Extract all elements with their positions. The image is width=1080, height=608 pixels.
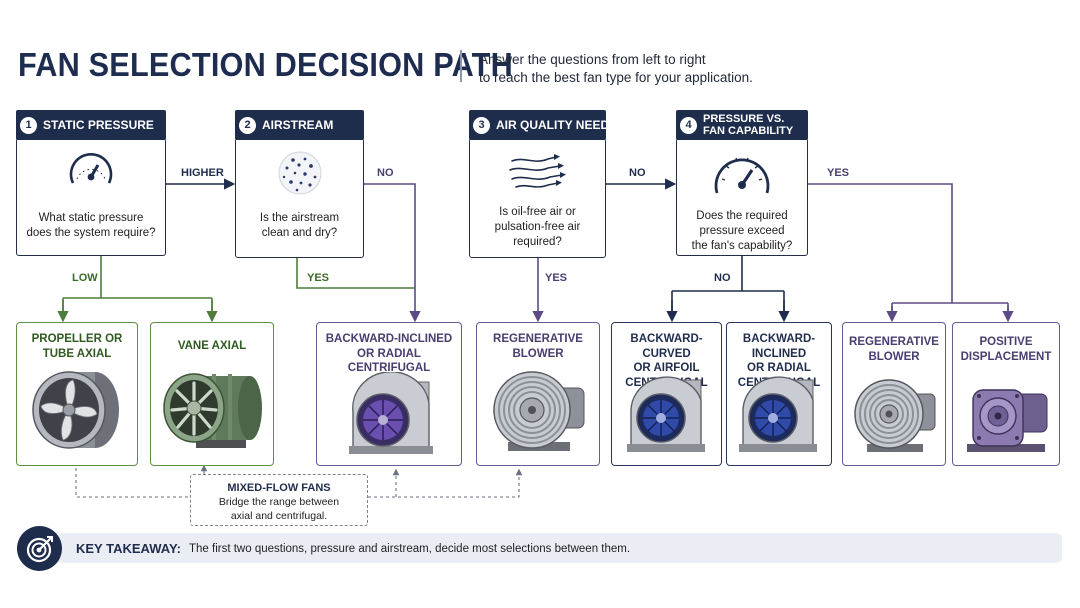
mixed-flow-note: MIXED-FLOW FANS Bridge the range between…	[190, 474, 368, 526]
edge-label-q3-no: NO	[629, 167, 646, 179]
edge-label-q2-no: NO	[377, 167, 394, 179]
result-propeller-tube-axial: PROPELLER OR TUBE AXIAL	[16, 322, 138, 466]
question-box-1: What static pressure does the system req…	[16, 138, 166, 256]
edge-label-q4-no: NO	[714, 272, 731, 284]
target-icon	[17, 526, 62, 571]
question-box-4: Does the required pressure exceed the fa…	[676, 138, 808, 256]
regenerative-blower-image	[488, 362, 588, 459]
result-backward-inclined-radial-centrifugal-1: BACKWARD-INCLINED OR RADIAL CENTRIFUGAL	[316, 322, 462, 466]
edge-q2-no	[364, 183, 421, 323]
result-backward-curved-airfoil-centrifugal: BACKWARD-CURVED OR AIRFOIL CENTRIFUGAL	[611, 322, 722, 466]
mixed-flow-title: MIXED-FLOW FANS	[227, 482, 331, 494]
result-title-4: REGENERATIVE BLOWER	[493, 333, 583, 360]
question-box-3: Is oil-free air or pulsation-free air re…	[469, 138, 606, 258]
edge-label-q3-yes: YES	[545, 272, 568, 284]
question-number-4: 4	[680, 116, 697, 134]
propeller-fan-image	[27, 364, 127, 459]
question-header-3: 3 AIR QUALITY NEED	[469, 110, 610, 140]
edge-mixed-right	[368, 468, 523, 498]
question-header-1: 1 STATIC PRESSURE	[16, 110, 166, 140]
regenerative-blower-image-2	[849, 370, 939, 459]
result-title-1: PROPELLER OR TUBE AXIAL	[31, 333, 123, 360]
result-regenerative-blower-1: REGENERATIVE BLOWER	[476, 322, 600, 466]
subtitle-line-1: Answer the questions from left to right	[479, 52, 706, 67]
key-takeaway-bar: KEY TAKEAWAY: The first two questions, p…	[56, 533, 1062, 563]
edge-q4-yes	[808, 183, 1009, 320]
result-regenerative-blower-2: REGENERATIVE BLOWER	[842, 322, 946, 466]
edge-label-higher: HIGHER	[181, 167, 224, 179]
result-positive-displacement: POSITIVE DISPLACEMENT	[952, 322, 1060, 466]
pressure-gauge-icon	[67, 149, 115, 194]
centrifugal-fan-blue-image	[621, 372, 713, 459]
question-text-4: Does the required pressure exceed the fa…	[691, 210, 793, 252]
result-title-2: VANE AXIAL	[177, 340, 247, 352]
edge-label-q4-yes: YES	[827, 167, 850, 179]
centrifugal-fan-purple-image	[339, 371, 439, 461]
question-number-1: 1	[20, 116, 37, 134]
edge-q1-low	[62, 256, 213, 321]
question-label-4: PRESSURE VS. FAN CAPABILITY	[703, 113, 794, 137]
edge-q4-no	[671, 256, 785, 320]
page-title: FAN SELECTION DECISION PATH	[18, 46, 513, 83]
airflow-lines-icon	[508, 153, 568, 198]
pressure-gauge-icon-2	[710, 149, 774, 204]
mixed-flow-text: Bridge the range between axial and centr…	[218, 496, 340, 522]
question-label-2: AIRSTREAM	[262, 118, 334, 132]
edge-label-q2-yes: YES	[307, 272, 330, 284]
result-vane-axial: VANE AXIAL	[150, 322, 274, 466]
question-header-2: 2 AIRSTREAM	[235, 110, 364, 140]
edge-label-low: LOW	[72, 272, 98, 284]
vane-axial-fan-image	[158, 364, 266, 459]
question-box-2: Is the airstream clean and dry?	[235, 138, 364, 258]
particles-icon	[275, 151, 325, 200]
title-divider	[460, 50, 462, 82]
result-title-8: POSITIVE DISPLACEMENT	[960, 336, 1052, 363]
key-takeaway-label: KEY TAKEAWAY:	[76, 541, 181, 556]
edge-mixed-left	[75, 468, 190, 498]
centrifugal-fan-blue-image-2	[735, 372, 823, 459]
question-header-4: 4 PRESSURE VS. FAN CAPABILITY	[676, 110, 808, 140]
question-number-2: 2	[239, 116, 256, 134]
question-text-1: What static pressure does the system req…	[26, 212, 156, 239]
question-number-3: 3	[473, 116, 490, 134]
positive-displacement-blower-image	[959, 374, 1053, 459]
key-takeaway-text: The first two questions, pressure and ai…	[189, 542, 631, 555]
question-label-3: AIR QUALITY NEED	[496, 118, 610, 132]
question-text-3: Is oil-free air or pulsation-free air re…	[494, 206, 581, 248]
subtitle-line-2: to reach the best fan type for your appl…	[479, 70, 753, 85]
question-label-1: STATIC PRESSURE	[43, 118, 154, 132]
page-subtitle: Answer the questions from left to right …	[479, 51, 753, 87]
result-title-3: BACKWARD-INCLINED OR RADIAL CENTRIFUGAL	[325, 333, 453, 374]
result-title-7: REGENERATIVE BLOWER	[849, 336, 939, 363]
edge-q2-yes	[296, 258, 415, 289]
question-text-2: Is the airstream clean and dry?	[259, 212, 340, 239]
result-backward-inclined-radial-centrifugal-2: BACKWARD-INCLINED OR RADIAL CENTRIFUGAL	[726, 322, 832, 466]
